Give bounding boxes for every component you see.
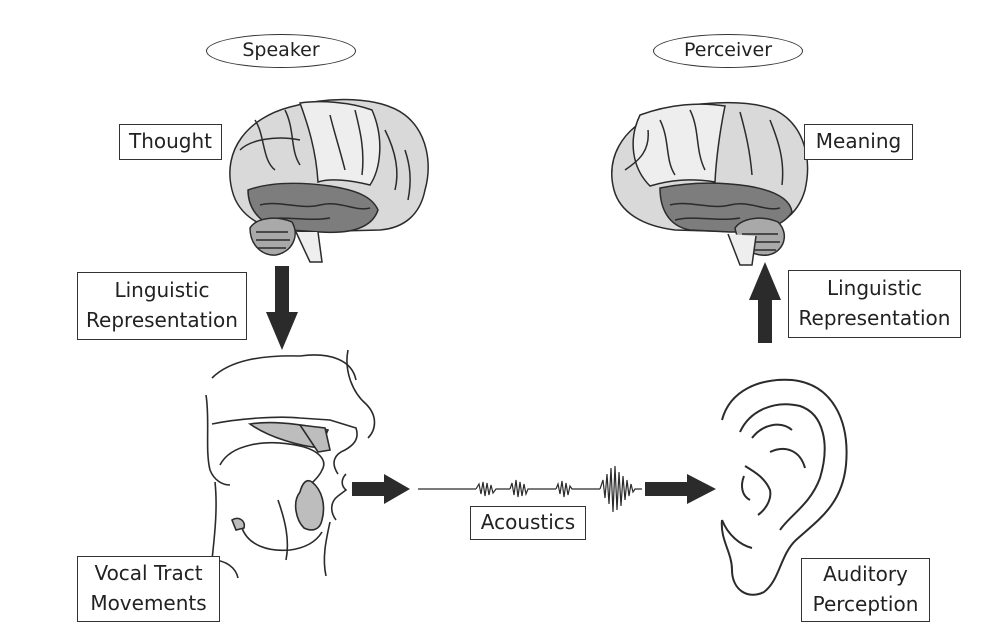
speaker-role-label: Speaker xyxy=(206,34,356,68)
acoustic-waveform-image xyxy=(418,465,642,513)
label-line: Representation xyxy=(798,306,951,330)
label-line: Linguistic xyxy=(114,278,210,302)
down-arrow-icon xyxy=(266,266,298,350)
label-line: Movements xyxy=(90,591,207,615)
vocal-tract-image xyxy=(205,349,376,579)
acoustics-label: Acoustics xyxy=(470,506,586,540)
speaker-linguistic-representation-label: Linguistic Representation xyxy=(77,272,247,340)
right-arrow-icon xyxy=(352,474,410,504)
up-arrow-icon xyxy=(749,262,781,343)
perceiver-role-label: Perceiver xyxy=(653,34,803,68)
meaning-label: Meaning xyxy=(804,124,913,160)
auditory-perception-label: Auditory Perception xyxy=(801,558,930,622)
right-arrow-icon xyxy=(645,474,716,504)
label-line: Vocal Tract xyxy=(94,561,203,585)
vocal-tract-movements-label: Vocal Tract Movements xyxy=(77,556,220,622)
ear-image xyxy=(720,378,848,596)
label-line: Linguistic xyxy=(826,276,923,300)
label-line: Representation xyxy=(86,308,238,332)
perceiver-brain-image xyxy=(611,101,809,266)
label-line: Auditory xyxy=(823,562,908,586)
speaker-brain-image xyxy=(229,98,429,263)
thought-label: Thought xyxy=(119,124,222,160)
perceiver-linguistic-representation-label: Linguistic Representation xyxy=(788,270,961,338)
label-line: Perception xyxy=(812,592,919,616)
